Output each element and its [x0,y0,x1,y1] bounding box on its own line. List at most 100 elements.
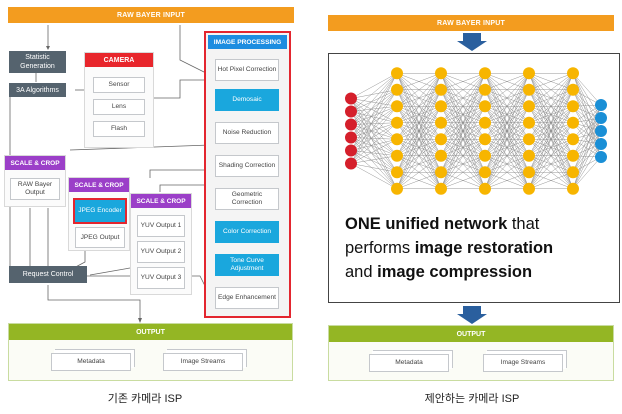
network-connection [396,122,442,189]
camera-header: CAMERA [85,53,153,67]
network-connection [350,106,398,125]
network-connection [350,89,398,151]
network-node [391,116,403,129]
geometric-correction-box: Geometric Correction [215,188,279,210]
network-connection [484,106,530,189]
scale-crop-2-panel: SCALE & CROP JPEG Encoder JPEG Output [68,177,130,251]
edge-enhancement-box: Edge Enhancement [215,287,279,309]
network-connection [350,122,398,151]
network-connection [528,73,574,107]
neural-network-graphic [345,67,607,195]
network-node [595,138,607,150]
network-node [435,149,447,162]
network-connection [484,172,530,189]
right-output-header: OUTPUT [329,326,613,342]
network-connection [350,73,398,99]
network-node [345,157,357,170]
network-connection [396,73,442,156]
network-connection [350,89,398,112]
3a-algorithms-box: 3A Algorithms [9,83,66,97]
network-node [435,182,447,195]
network-node [391,67,403,80]
network-node [567,133,579,146]
network-connection [350,89,398,125]
right-input-arrow [457,33,487,51]
network-connection [440,73,486,189]
network-connection [396,73,442,123]
network-connection [484,89,530,189]
network-connection [572,117,602,173]
network-connection [440,73,486,173]
network-connection [350,73,398,151]
network-node [435,133,447,146]
description-plain-2: performs [345,239,415,257]
network-connection [440,89,486,189]
network-node [391,83,403,96]
network-connection [396,139,442,189]
network-connection [396,73,442,107]
network-connection [572,104,602,140]
right-image-streams-box: Image Streams [483,354,563,372]
network-node [479,83,491,96]
network-connection [440,172,486,189]
network-connection [350,89,398,99]
network-connection [484,122,530,189]
jpeg-output-box: JPEG Output [75,227,125,248]
network-node [523,83,535,96]
network-connection [572,143,602,189]
network-connection [350,106,398,164]
right-output-panel: OUTPUT Metadata Image Streams [328,325,614,381]
network-connection [528,122,574,189]
network-description: ONE unified network that performs image … [345,212,615,284]
network-connection [396,155,442,189]
network-node [345,131,357,144]
network-node [345,144,357,157]
network-node [567,100,579,113]
network-node [435,83,447,96]
network-connection [350,73,398,125]
network-node [391,133,403,146]
network-node [391,182,403,195]
network-connection [528,139,574,189]
network-connection [350,73,398,112]
network-node [391,149,403,162]
request-control-box: Request Control [9,266,87,283]
network-connection [350,106,398,112]
description-bold-1: ONE unified network [345,215,508,233]
network-connection [440,139,486,189]
right-raw-bayer-input-bar: RAW BAYER INPUT [328,15,614,31]
network-connection [396,172,442,189]
network-connection [350,98,398,123]
demosaic-box: Demosaic [215,89,279,111]
network-node [523,100,535,113]
network-connection [440,155,486,189]
network-node [479,67,491,80]
network-connection [350,122,398,164]
image-processing-header: IMAGE PROCESSING [208,35,287,49]
network-connection [572,117,602,156]
raw-bayer-output-box: RAW Bayer Output [10,178,60,200]
network-connection [484,73,530,173]
color-correction-box: Color Correction [215,221,279,243]
network-node [523,182,535,195]
network-node [567,166,579,179]
network-node [479,182,491,195]
network-connection [350,73,398,138]
scale-crop-2-header: SCALE & CROP [69,178,129,192]
network-node [479,116,491,129]
network-connection [396,89,442,189]
lens-box: Lens [93,99,145,115]
network-node [523,116,535,129]
description-plain-3: and [345,263,378,281]
right-output-arrow [457,306,487,324]
network-node [523,166,535,179]
description-bold-2: image restoration [414,239,554,257]
network-node [435,100,447,113]
network-node [435,116,447,129]
network-node [567,116,579,129]
shading-correction-box: Shading Correction [215,155,279,177]
network-node [345,118,357,131]
yuv-output-2-box: YUV Output 2 [137,241,185,263]
network-connection [484,73,530,123]
jpeg-encoder-box: JPEG Encoder [73,198,127,224]
